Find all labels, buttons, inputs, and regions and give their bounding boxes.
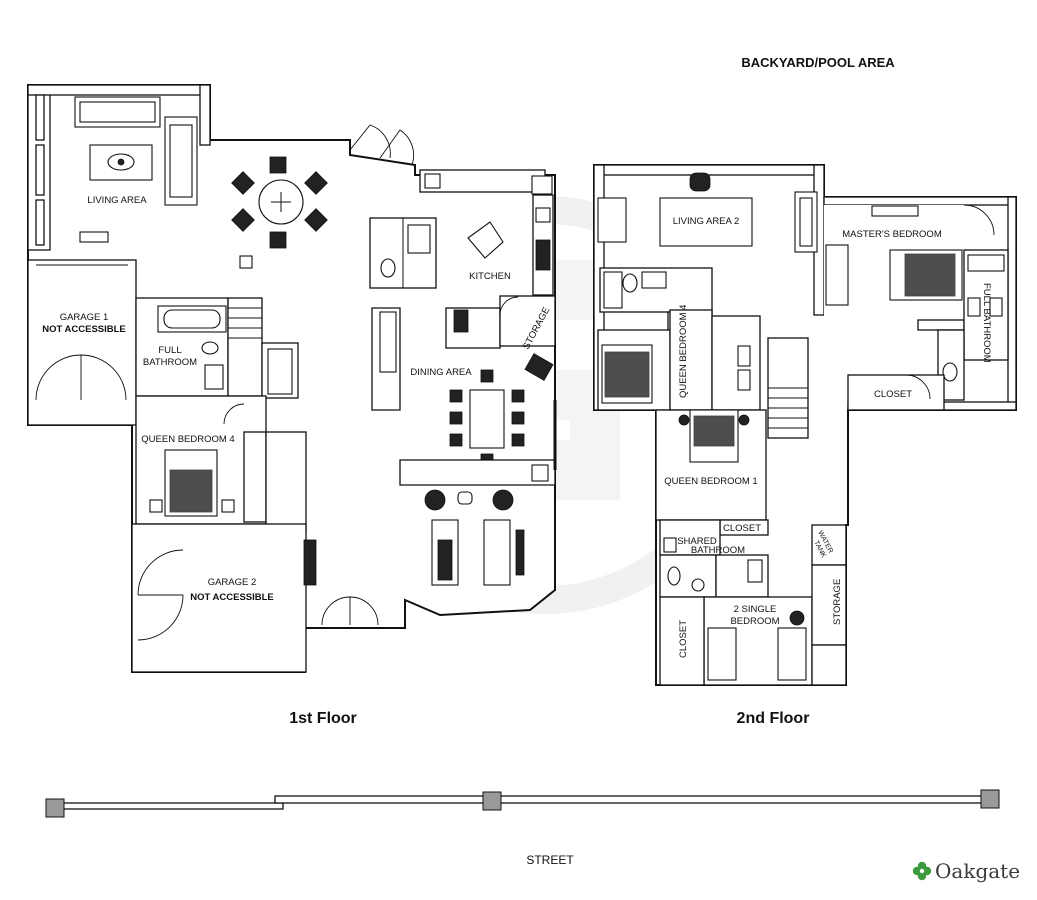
garage2-title: GARAGE 2: [208, 577, 257, 588]
brand-logo: Oakgate: [912, 859, 1020, 883]
first-floor-title: 1st Floor: [289, 710, 357, 727]
full-bathroom-label: FULL BATHROOM: [981, 283, 992, 363]
living-area-label: LIVING AREA: [87, 195, 147, 206]
living-area2-label: LIVING AREA 2: [673, 216, 740, 227]
kitchen-label: KITCHEN: [469, 271, 511, 282]
master-closet-label: CLOSET: [874, 389, 912, 400]
queen-bedroom1-label: QUEEN BEDROOM 1: [664, 476, 757, 487]
first-floor-plan: [27, 84, 557, 673]
small-closet-label: CLOSET: [723, 523, 761, 534]
street-label: STREET: [526, 853, 574, 867]
masters-bedroom-label: MASTER'S BEDROOM: [842, 229, 942, 240]
queen-bedroom4-2nd-label: QUEEN BEDROOM 4: [678, 305, 689, 398]
shared-bathroom-label-1: SHARED: [677, 536, 717, 547]
dining-area-label: DINING AREA: [410, 367, 472, 378]
garage2-note: NOT ACCESSIBLE: [190, 592, 274, 603]
brand-name: Oakgate: [935, 859, 1020, 883]
garage1-title: GARAGE 1: [60, 312, 109, 323]
second-floor-title: 2nd Floor: [737, 710, 810, 727]
first-floor-labels: LIVING AREA GARAGE 1 NOT ACCESSIBLE FULL…: [42, 195, 552, 603]
left-closet-label: CLOSET: [678, 620, 689, 658]
shared-bathroom-label-2: BATHROOM: [691, 545, 745, 556]
queen-bedroom4-label: QUEEN BEDROOM 4: [141, 434, 234, 445]
clover-icon: [912, 861, 932, 881]
full-bathroom-label-1: FULL: [158, 345, 181, 356]
single-bedroom-label-1: 2 SINGLE: [734, 604, 777, 615]
street-fence: [45, 789, 1000, 818]
single-bedroom-label-2: BEDROOM: [730, 616, 779, 627]
second-floor-labels: LIVING AREA 2 MASTER'S BEDROOM FULL BATH…: [664, 216, 992, 658]
garage1-note: NOT ACCESSIBLE: [42, 324, 126, 335]
backyard-label: BACKYARD/POOL AREA: [741, 55, 895, 70]
full-bathroom-label-2: BATHROOM: [143, 357, 197, 368]
second-floor-plan: [593, 164, 1017, 686]
storage-2nd-label: STORAGE: [832, 579, 843, 625]
